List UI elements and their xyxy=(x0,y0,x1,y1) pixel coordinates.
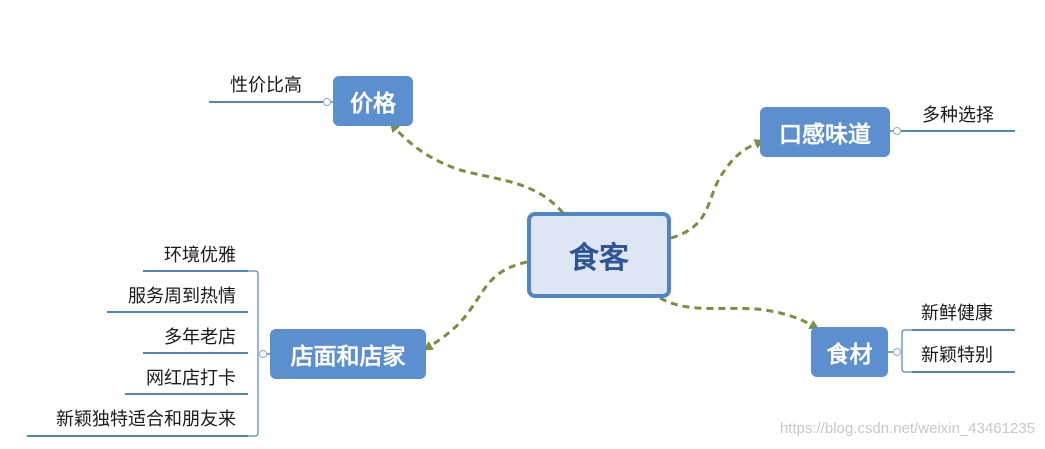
subtopic-food-1[interactable]: 新颖特别 xyxy=(921,345,993,366)
store-bracket xyxy=(248,270,259,437)
food-bracket xyxy=(901,329,912,373)
connector-center-to-taste xyxy=(670,139,765,240)
watermark-text: https://blog.csdn.net/weixin_43461235 xyxy=(779,420,1035,437)
central-topic[interactable]: 食客 xyxy=(527,212,671,298)
topic-price[interactable]: 价格 xyxy=(333,76,413,126)
subtopic-food-0[interactable]: 新鲜健康 xyxy=(921,303,993,324)
subtopic-store-1[interactable]: 服务周到热情 xyxy=(128,286,236,307)
connector-center-to-food xyxy=(659,296,820,330)
subtopic-store-3[interactable]: 网红店打卡 xyxy=(146,368,236,389)
topic-store-label: 店面和店家 xyxy=(290,344,406,370)
topic-food[interactable]: 食材 xyxy=(811,327,888,377)
collapse-handle-taste[interactable] xyxy=(893,127,901,135)
collapse-handle-food[interactable] xyxy=(893,348,901,356)
collapse-handle-price[interactable] xyxy=(323,98,331,106)
subtopic-taste-0[interactable]: 多种选择 xyxy=(922,105,994,126)
topic-food-label: 食材 xyxy=(826,342,873,368)
topic-taste-label: 口感味道 xyxy=(779,122,871,148)
subtopic-store-4[interactable]: 新颖独特适合和朋友来 xyxy=(56,409,236,430)
topic-price-label: 价格 xyxy=(350,91,396,117)
subtopic-price-0[interactable]: 性价比高 xyxy=(230,75,302,96)
topic-store[interactable]: 店面和店家 xyxy=(270,329,426,379)
topic-taste[interactable]: 口感味道 xyxy=(760,107,890,157)
connector-center-to-price xyxy=(389,122,565,214)
subtopic-store-0[interactable]: 环境优雅 xyxy=(164,245,236,266)
connector-center-to-store xyxy=(422,260,528,351)
central-topic-label: 食客 xyxy=(569,241,629,276)
collapse-handle-store[interactable] xyxy=(259,350,267,358)
subtopic-store-2[interactable]: 多年老店 xyxy=(164,327,236,348)
